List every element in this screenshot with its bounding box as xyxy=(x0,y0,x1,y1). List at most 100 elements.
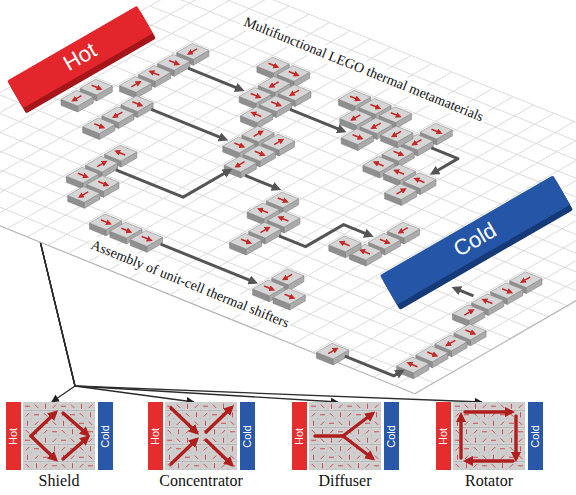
unit-cell-arrow xyxy=(25,406,30,407)
unit-cell xyxy=(42,403,50,410)
unit-cell-arrow xyxy=(80,447,84,451)
unit-cell-arrow xyxy=(501,404,505,408)
tile-arrow xyxy=(353,135,362,139)
unit-cell-arrow xyxy=(213,404,217,408)
tile-arrow xyxy=(427,352,436,356)
unit-cell xyxy=(69,437,77,444)
unit-cell-arrow xyxy=(313,455,314,460)
unit-cell xyxy=(184,411,192,418)
tile-arrow xyxy=(279,217,288,221)
unit-cell-arrow xyxy=(358,463,359,468)
caption-anchor: Diffuser xyxy=(318,472,371,490)
cold-bar: Cold xyxy=(528,402,543,470)
tile-arrow xyxy=(413,140,422,145)
unit-cell-arrow xyxy=(71,404,75,408)
thermal-shifter-tile xyxy=(317,343,349,365)
assembly-arrow xyxy=(290,109,343,130)
unit-cell-arrow xyxy=(338,431,343,432)
unit-cell xyxy=(220,428,228,435)
unit-cell xyxy=(33,454,41,461)
unit-cell xyxy=(60,437,68,444)
tile-arrow xyxy=(98,182,107,186)
unit-cell xyxy=(87,445,95,452)
tile-arrow xyxy=(274,140,283,145)
unit-cell-arrow xyxy=(492,464,496,468)
unit-cell xyxy=(517,437,525,444)
unit-cell-arrow xyxy=(230,431,235,432)
unit-cell xyxy=(499,403,507,410)
tile-top xyxy=(249,222,281,238)
unit-cell xyxy=(184,428,192,435)
heat-flux-arrow xyxy=(206,440,231,464)
function-panel: Diffuser xyxy=(309,402,381,470)
unit-cell xyxy=(24,462,32,469)
unit-cell xyxy=(364,462,372,469)
unit-cell xyxy=(220,403,228,410)
tile-arrow xyxy=(260,228,269,233)
unit-cell-arrow xyxy=(312,464,316,468)
reservoir-label: Cold xyxy=(450,219,500,261)
tile-top xyxy=(262,134,294,150)
unit-cell-arrow xyxy=(519,404,523,408)
unit-cell-arrow xyxy=(501,455,505,459)
panel-illustration xyxy=(165,402,237,470)
tile-arrow xyxy=(415,179,424,183)
unit-cell-arrow xyxy=(54,446,55,451)
tile-top xyxy=(121,96,153,112)
unit-cell-arrow xyxy=(53,404,57,408)
grid-line xyxy=(0,0,228,179)
unit-cell xyxy=(51,428,59,435)
tile-arrow xyxy=(169,61,178,65)
grid-line xyxy=(252,130,576,328)
unit-cell-arrow xyxy=(340,412,341,417)
grid-line xyxy=(272,138,576,336)
unit-cell-arrow xyxy=(375,455,379,459)
unit-cell xyxy=(355,437,363,444)
unit-cell xyxy=(229,454,237,461)
assembly-arrow xyxy=(188,68,241,89)
unit-cell-arrow xyxy=(186,464,190,468)
grid-line xyxy=(0,171,415,394)
unit-cell xyxy=(355,454,363,461)
heat-flux-arrow xyxy=(63,413,87,434)
unit-cell-arrow xyxy=(90,412,91,417)
unit-cell-arrow xyxy=(348,413,352,417)
unit-cell-arrow xyxy=(223,438,224,443)
unit-cell-arrow xyxy=(195,421,199,425)
unit-cell-arrow xyxy=(455,406,460,407)
unit-cell-arrow xyxy=(349,455,350,460)
unit-cell-arrow xyxy=(196,412,197,417)
unit-cell-arrow xyxy=(492,430,496,434)
unit-cell-arrow xyxy=(322,463,323,468)
unit-cell xyxy=(175,420,183,427)
unit-cell xyxy=(310,445,318,452)
unit-cell-arrow xyxy=(232,412,233,417)
tile-top xyxy=(379,107,411,123)
unit-cell-arrow xyxy=(340,446,341,451)
thermal-shifter-tile xyxy=(83,118,115,140)
hot-bar: Hot xyxy=(148,402,163,470)
bar-label: Cold xyxy=(100,425,111,448)
unit-cell xyxy=(328,411,336,418)
panel-illustration xyxy=(453,402,525,470)
unit-cell-arrow xyxy=(221,423,226,424)
unit-cell-tiles xyxy=(61,44,542,379)
assembly-arrow xyxy=(345,356,402,376)
unit-cell-arrow xyxy=(493,455,494,460)
unit-cell-arrow xyxy=(483,455,487,459)
unit-cell xyxy=(337,420,345,427)
unit-cell-arrow xyxy=(482,431,487,432)
unit-cell-arrow xyxy=(89,438,93,442)
unit-cell-arrow xyxy=(511,438,512,443)
tile-top xyxy=(68,187,100,203)
unit-cell-arrow xyxy=(375,438,379,442)
unit-cell-arrow xyxy=(367,438,368,443)
tile-top xyxy=(139,66,171,82)
unit-cell-arrow xyxy=(70,414,75,415)
unit-cell-arrow xyxy=(79,457,84,458)
heat-flux-arrow xyxy=(31,413,55,436)
unit-cell xyxy=(517,428,525,435)
unit-cell-arrow xyxy=(177,421,181,425)
hot-bar: Hot xyxy=(6,402,21,470)
unit-cell-arrow xyxy=(456,464,460,468)
